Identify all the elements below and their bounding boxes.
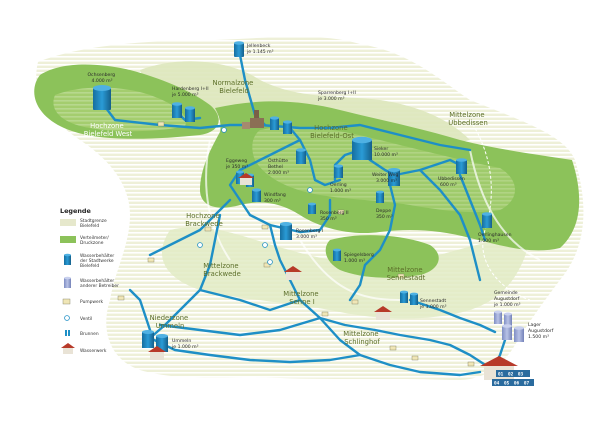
- zone-label-mittelzone-schlinghof: Mittelzone Schlinghof: [343, 330, 381, 346]
- label-windfang: Windfang 300 m³: [264, 192, 287, 204]
- label-deppe: Deppe 350 m³: [376, 208, 393, 220]
- valves: [197, 127, 313, 265]
- tank-rosenberg-ii: [308, 202, 316, 214]
- zone-label-mittelzone-ubbedissen: Mittelzone Ubbedissen: [448, 111, 488, 127]
- tank-sennestadt: [400, 290, 418, 305]
- legend-label-well: Brunnen: [80, 331, 99, 337]
- zone-hochzone-west-inner: [53, 87, 186, 132]
- tank-own-icon: [64, 253, 71, 265]
- zone-label-niederzone-ummeln: Niederzone Ummeln: [150, 314, 191, 330]
- zone-label-normalzone-bielefeld: Normalzone Bielefeld: [213, 79, 256, 95]
- tank-sparrenberg: [270, 116, 292, 134]
- legend-label-city-boundary: Stadtgrenze Bielefeld: [80, 218, 108, 229]
- tank-windfang: [252, 188, 261, 202]
- legend-label-tank-own: Wasserbehälter der Stadtwerke Bielefeld: [80, 253, 116, 269]
- well-icon: [65, 330, 70, 336]
- wells-plate-2: [492, 379, 534, 386]
- label-osthuette: Osthütte Bethel 2.000 m³: [268, 158, 290, 176]
- supply-zone-icon: [60, 236, 76, 243]
- legend-label-supply-zone: Verteilmeter/ Druckzone: [80, 235, 110, 246]
- label-gemeinde-augustdorf: Gemeinde Augustdorf je 1.000 m³: [493, 290, 521, 308]
- tank-ochsenberg: [93, 85, 111, 110]
- label-ochsenberg: Ochsenberg 4.000 m³: [87, 72, 116, 84]
- label-oerlinghausen: Oerlinghausen 1.000 m³: [478, 232, 513, 244]
- tank-spiegelsberg: [333, 248, 341, 261]
- waterworks-ummeln: [148, 346, 166, 360]
- tank-oerling: [334, 164, 343, 178]
- valve-icon: [64, 315, 70, 321]
- waterworks-icon: [61, 343, 75, 354]
- wells-plate-1: [496, 370, 530, 377]
- pipe-network: [98, 53, 512, 377]
- label-sieker: Sieker 10.000 m³: [374, 146, 398, 158]
- tank-oerlinghausen: [482, 212, 492, 228]
- label-sennestadt: Sennestadt je 1.000 m³: [419, 298, 448, 310]
- pump-stations: [117, 121, 475, 367]
- tank-sieker: [352, 136, 372, 160]
- wells-row-1: 01 02 03: [498, 372, 524, 378]
- tank-ummeln: [142, 330, 168, 352]
- tank-hardenberg: [172, 102, 195, 122]
- tank-gemeinde-augustdorf: [494, 310, 512, 326]
- zone-light-south: [161, 227, 530, 319]
- pump-station-icon: [62, 298, 71, 305]
- label-sparrenberg: Sparrenberg I+II je 3.000 m³: [317, 90, 357, 102]
- zone-label-mittelzone-senne-i: Mittelzone Senne I: [283, 290, 321, 306]
- waterworks-schlinghof: [374, 306, 392, 320]
- tank-lager-augustdorf: [502, 324, 524, 342]
- label-rosenberg-ii: Rosenberg II 350 m³: [320, 210, 350, 222]
- zone-label-hochzone-bielefeld-west: Hochzone Bielefeld West: [84, 122, 133, 138]
- tank-osthuette: [296, 148, 306, 164]
- tank-deppe: [376, 190, 384, 203]
- zone-label-hochzone-bielefeld-ost: Hochzone Bielefeld-Ost: [310, 124, 354, 140]
- label-ummeln: Ummeln je 1.000 m³: [171, 338, 199, 350]
- zone-spiegelsberg: [325, 235, 439, 278]
- tank-rosenberg-i: [280, 222, 292, 240]
- wells-row-2: 04 05 06 07: [494, 381, 530, 387]
- zone-boundary-lines: [205, 139, 541, 301]
- label-spiegelsberg: Spiegelsberg 1.000 m³: [344, 252, 375, 264]
- sparrenburg-castle: [242, 110, 264, 129]
- well-numbers: 01 02 03 04 05 06 07: [494, 372, 530, 387]
- label-ubbedissen: Ubbedissen 600 m³: [438, 176, 466, 188]
- city-boundary-icon: [60, 219, 76, 226]
- label-oerling: Oerling 1.000 m³: [330, 182, 351, 194]
- tank-weiter-weg: [388, 168, 400, 186]
- label-eggeweg: Eggeweg je 350 m³: [225, 158, 249, 170]
- zone-label-mittelzone-sennestadt: Mittelzone Sennestadt: [387, 266, 426, 282]
- waterworks-senne: [284, 266, 302, 280]
- zone-label-mittelzone-brackwede: Mittelzone Brackwede: [203, 262, 241, 278]
- label-rosenberg-i: Rosenberg I 3.000 m³: [296, 228, 325, 240]
- tank-ubbedissen: [456, 158, 467, 174]
- tank-other-icon: [64, 276, 71, 288]
- legend: Legende Stadtgrenze Bielefeld Verteilmet…: [60, 207, 119, 354]
- label-hardenberg: Hardenberg I+II je 5.000 m³: [171, 86, 210, 98]
- legend-label-pump-station: Pumpwerk: [80, 299, 104, 305]
- waterworks-east: [238, 173, 254, 185]
- legend-label-waterworks: Wasserwerk: [80, 348, 107, 354]
- zone-label-hochzone-brackwede: Hochzone Brackwede: [185, 212, 223, 228]
- tank-labels: Jellenbeck je 1.145 m³ Ochsenberg 4.000 …: [87, 43, 555, 350]
- tank-jellenbeck: [234, 41, 244, 57]
- legend-label-tank-other: Wasserbehälter anderer Betreiber: [80, 278, 119, 289]
- legend-label-valve: Ventil: [80, 316, 92, 322]
- legend-title: Legende: [60, 207, 91, 215]
- zone-labels: Hochzone Bielefeld West Normalzone Biele…: [84, 79, 488, 346]
- label-jellenbeck: Jellenbeck je 1.145 m³: [246, 43, 274, 55]
- label-weiter-weg: Weiter Weg 3.000 m³: [372, 172, 400, 184]
- label-lager-augustdorf: Lager Augustdorf 1.500 m³: [528, 322, 555, 340]
